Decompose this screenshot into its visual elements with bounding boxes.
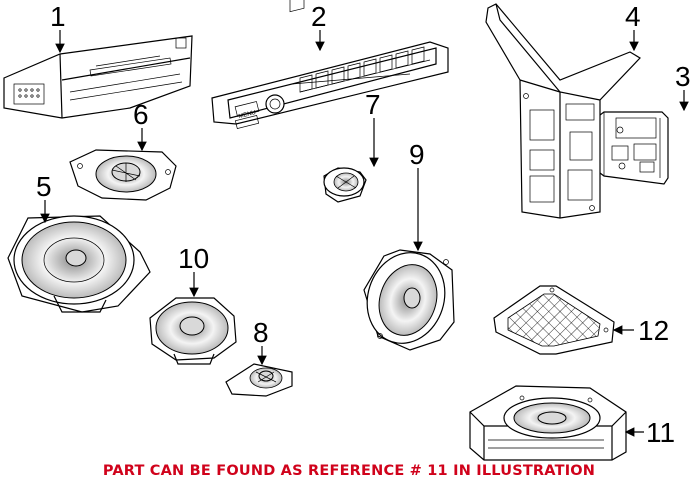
control-panel-label: MENU — [238, 110, 257, 120]
callout-12: 12 — [638, 315, 669, 346]
callout-8: 8 — [253, 317, 269, 348]
callout-11: 11 — [646, 417, 675, 448]
callout-5: 5 — [36, 171, 52, 202]
part-6-tweeter — [69, 149, 177, 201]
part-12-grille — [493, 285, 615, 355]
part-5-woofer — [7, 215, 151, 313]
part-3-amplifier — [595, 111, 669, 185]
callout-6: 6 — [133, 99, 149, 130]
callout-2: 2 — [311, 1, 327, 32]
callout-1: 1 — [50, 1, 66, 32]
callout-3: 3 — [675, 61, 691, 92]
part-8-tweeter — [225, 363, 293, 397]
reference-note: PART CAN BE FOUND AS REFERENCE # 11 IN I… — [103, 463, 595, 479]
part-9-midrange — [363, 249, 455, 351]
callout-4: 4 — [625, 1, 641, 32]
callout-10: 10 — [178, 243, 209, 274]
part-2-control-panel: MENU — [211, 0, 449, 129]
part-4-bracket — [485, 3, 641, 219]
part-11-subwoofer — [469, 385, 627, 461]
callout-9: 9 — [409, 139, 425, 170]
part-7-tweeter — [323, 167, 367, 203]
callout-7: 7 — [365, 89, 381, 120]
part-1-head-unit — [3, 35, 193, 119]
part-10-speaker — [149, 297, 237, 365]
callout-arrows — [40, 30, 689, 437]
